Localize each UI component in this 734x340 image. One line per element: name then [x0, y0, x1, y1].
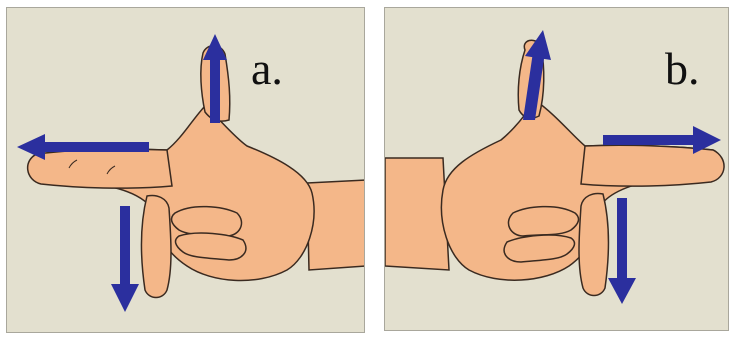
wrist	[307, 180, 365, 270]
index-finger	[581, 145, 724, 186]
wrist	[385, 158, 449, 270]
panel-label-a: a.	[251, 46, 283, 92]
middle-finger	[579, 194, 609, 296]
index-finger	[28, 149, 172, 188]
panel-label-b: b.	[665, 46, 700, 92]
curled-finger-1	[172, 207, 242, 236]
middle-finger	[142, 196, 172, 298]
panel-b: b.	[384, 7, 729, 331]
panel-a: a.	[6, 7, 365, 333]
curled-finger-1	[508, 207, 578, 236]
left-hand-illustration	[7, 8, 365, 333]
